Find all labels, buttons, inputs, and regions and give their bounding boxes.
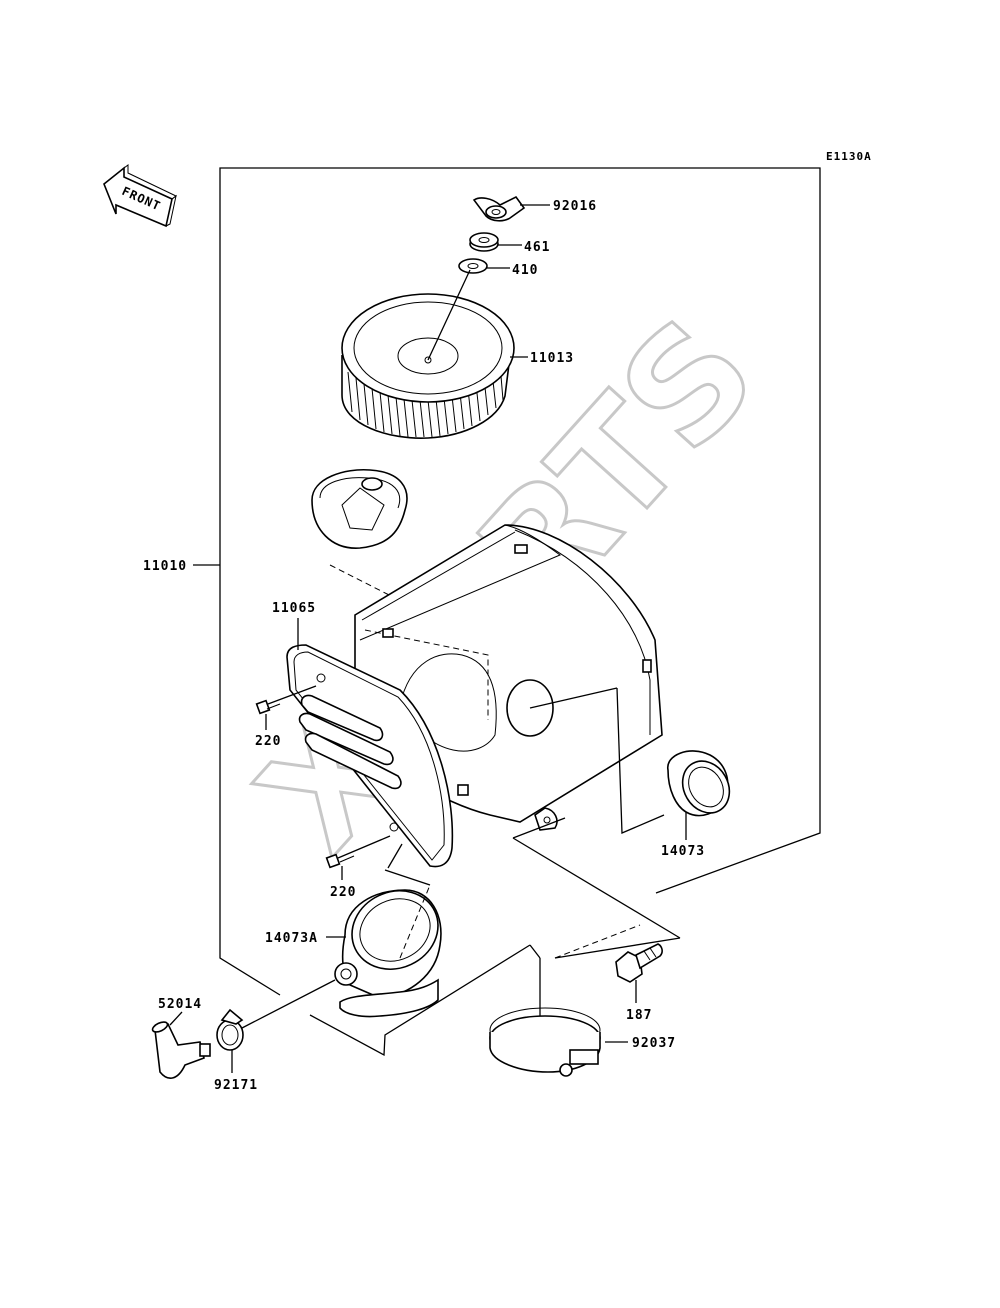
- elbow-52014: [151, 1011, 211, 1079]
- grommet-461: [469, 232, 522, 252]
- diagram-code: E1130A: [826, 150, 872, 163]
- duct-14073a: [326, 843, 442, 1018]
- clamp-92037: [489, 1007, 628, 1077]
- label-52014: 52014: [158, 997, 202, 1012]
- filter-holder: [311, 468, 408, 599]
- bolt-187: [615, 943, 663, 1003]
- wing-nut-92016: [472, 195, 550, 222]
- label-92037: 92037: [632, 1036, 676, 1051]
- label-220-upper: 220: [255, 734, 281, 749]
- assembly-bracket: [193, 167, 821, 996]
- label-410: 410: [512, 263, 538, 278]
- washer-410: [458, 258, 510, 274]
- label-92171: 92171: [214, 1078, 258, 1093]
- filter-element-11013: [341, 269, 528, 439]
- label-220-lower: 220: [330, 885, 356, 900]
- connector-lines: [241, 924, 641, 1057]
- label-11065: 11065: [272, 601, 316, 616]
- label-14073: 14073: [661, 844, 705, 859]
- duct-14073: [667, 750, 731, 840]
- front-arrow-icon: FRONT: [103, 164, 177, 228]
- label-11010: 11010: [143, 559, 187, 574]
- label-11013: 11013: [530, 351, 574, 366]
- screw-220-upper: [255, 685, 317, 730]
- label-461: 461: [524, 240, 550, 255]
- label-14073a: 14073A: [265, 931, 318, 946]
- hose-clip-92171: [216, 1008, 244, 1073]
- screw-220-lower: [325, 835, 391, 880]
- label-92016: 92016: [553, 199, 597, 214]
- label-187: 187: [626, 1008, 652, 1023]
- side-cover-11065: [286, 618, 454, 868]
